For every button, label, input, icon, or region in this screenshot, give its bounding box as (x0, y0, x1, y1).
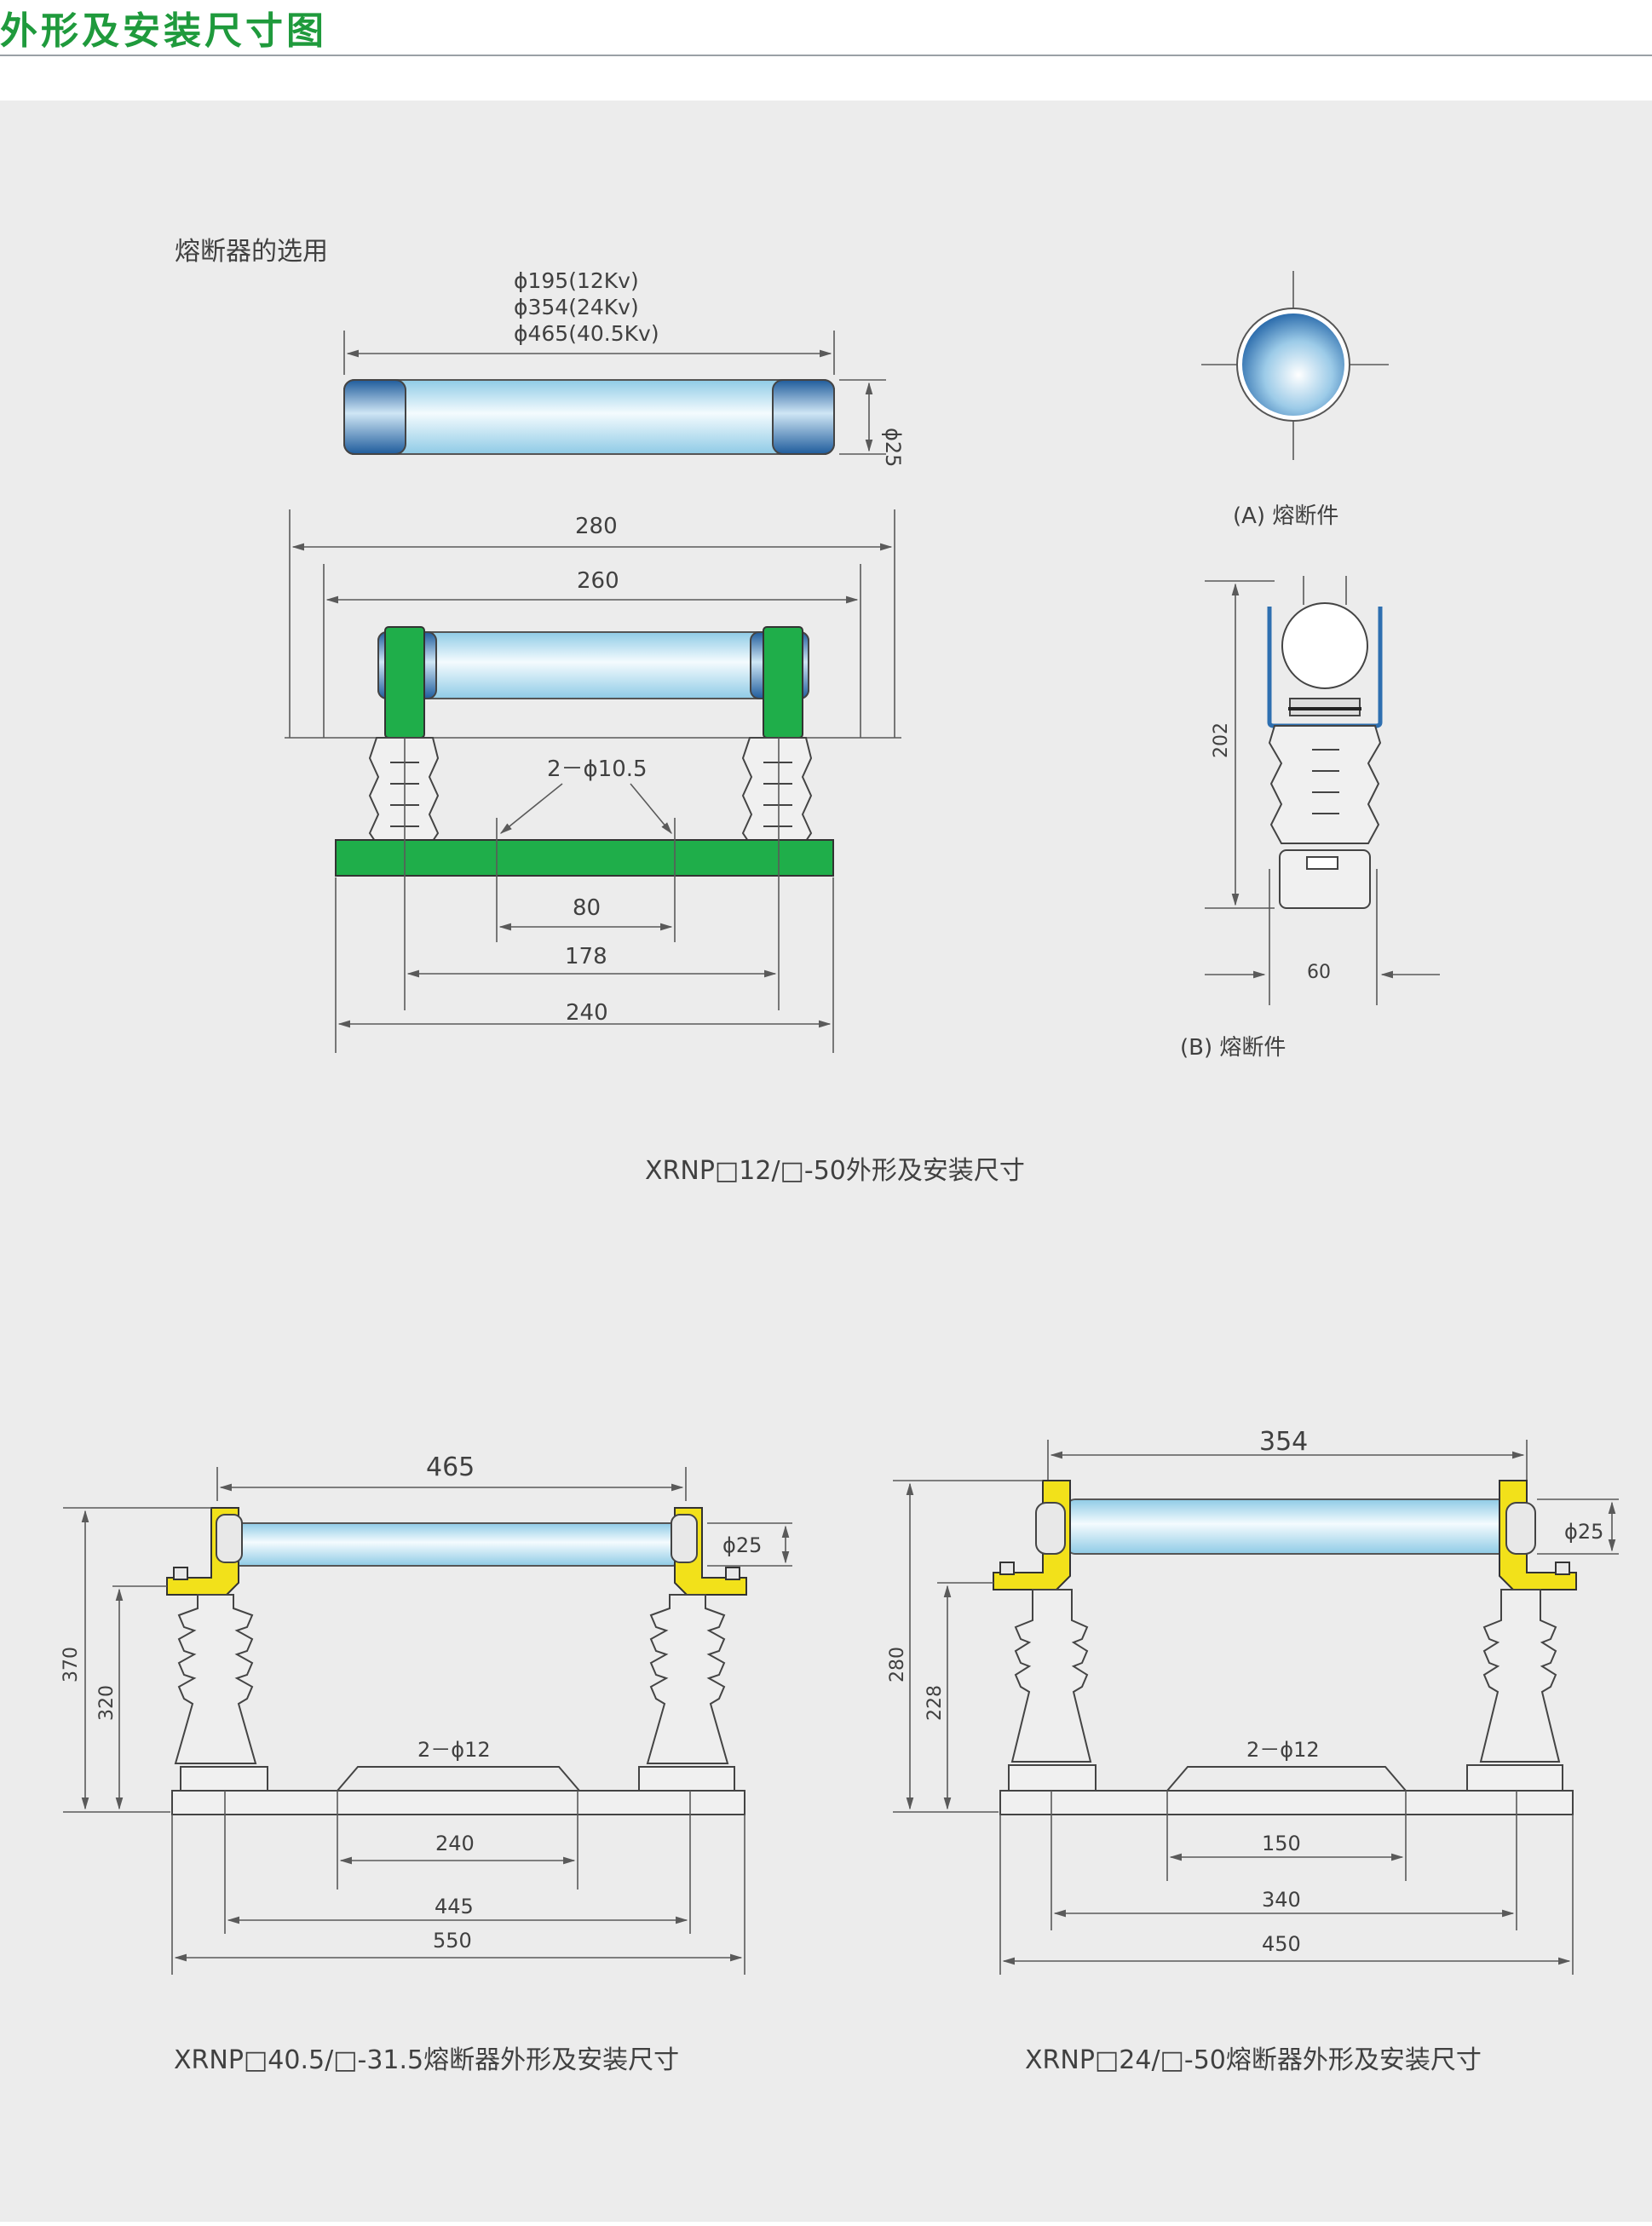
bl-width-445: 445 (435, 1895, 474, 1918)
bl-width-240: 240 (435, 1832, 475, 1855)
br-width-150: 150 (1262, 1832, 1301, 1855)
br-diameter: ϕ25 (1564, 1520, 1603, 1544)
fuse-diameter: ϕ25 (881, 428, 905, 467)
bl-height-320: 320 (96, 1685, 118, 1721)
dim-260: 260 (577, 568, 619, 594)
bl-width-465: 465 (426, 1452, 475, 1482)
assembly-24kv (893, 1440, 1619, 1975)
end-view-caption: (A) 熔断件 (1233, 503, 1338, 529)
side-view-12kv (1205, 576, 1440, 1005)
bl-height-370: 370 (60, 1647, 82, 1682)
fuse-length-12kv: ϕ195(12Kv) (514, 268, 639, 293)
holes-label-top: 2－ϕ10.5 (547, 756, 648, 782)
assembly-40kv (63, 1467, 792, 1975)
dim-280: 280 (575, 514, 618, 539)
selection-label: 熔断器的选用 (175, 237, 328, 267)
fuse-end-view (1201, 271, 1389, 460)
caption-40kv: XRNP□40.5/□-31.5熔断器外形及安装尺寸 (174, 2045, 679, 2075)
br-width-354: 354 (1259, 1427, 1308, 1457)
br-holes: 2－ϕ12 (1246, 1738, 1320, 1762)
section-caption-12kv: XRNP□12/□-50外形及安装尺寸 (645, 1156, 1025, 1186)
caption-24kv: XRNP□24/□-50熔断器外形及安装尺寸 (1025, 2045, 1482, 2075)
br-height-280: 280 (887, 1647, 908, 1682)
page-title: 外形及安装尺寸图 (0, 9, 327, 53)
br-width-450: 450 (1262, 1932, 1301, 1956)
bl-diameter: ϕ25 (722, 1533, 762, 1557)
header-divider (0, 55, 1652, 56)
dim-240-top: 240 (566, 1000, 608, 1026)
br-width-340: 340 (1262, 1888, 1301, 1912)
fuse-length-24kv: ϕ354(24Kv) (514, 295, 639, 319)
dim-202: 202 (1211, 722, 1232, 758)
bl-holes: 2－ϕ12 (417, 1738, 491, 1762)
dim-80: 80 (573, 895, 601, 921)
side-view-caption: (B) 熔断件 (1180, 1035, 1286, 1061)
dim-178: 178 (565, 944, 607, 969)
front-view-12kv (285, 509, 901, 1053)
dim-60: 60 (1307, 962, 1331, 983)
fuse-element-top (343, 331, 886, 455)
fuse-length-40kv: ϕ465(40.5Kv) (514, 321, 659, 346)
br-height-228: 228 (924, 1685, 946, 1721)
bl-width-550: 550 (433, 1929, 472, 1953)
